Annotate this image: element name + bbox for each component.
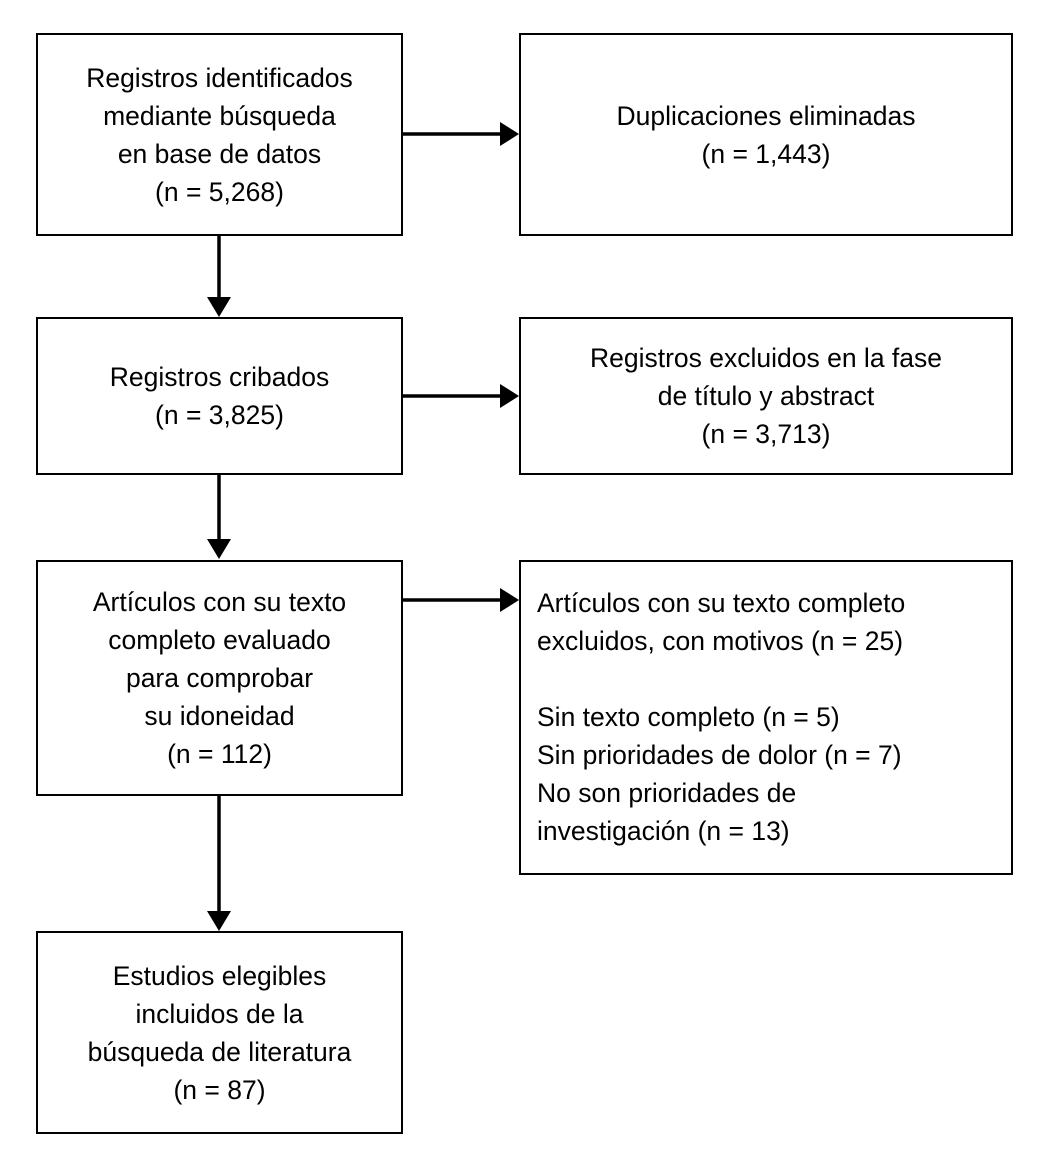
arrow-screened-to-fulltext — [205, 475, 233, 561]
arrow-identified-to-duplicates — [402, 120, 522, 148]
arrow-fulltext-to-included — [205, 796, 233, 933]
node-studies-included-label: Estudios elegibles incluidos de la búsqu… — [87, 960, 352, 1105]
node-duplicates-removed-label: Duplicaciones eliminadas (n = 1,443) — [616, 100, 916, 169]
node-fulltext-assessed-label: Artículos con su texto completo evaluado… — [92, 587, 347, 769]
node-fulltext-excluded-label: Artículos con su texto completo excluido… — [537, 588, 906, 846]
node-duplicates-removed: Duplicaciones eliminadas (n = 1,443) — [519, 33, 1013, 236]
node-records-excluded-title-abstract: Registros excluidos en la fase de título… — [519, 317, 1013, 475]
arrow-fulltext-to-excluded — [402, 586, 522, 614]
node-records-screened-label: Registros cribados (n = 3,825) — [109, 362, 330, 430]
node-fulltext-excluded: Artículos con su texto completo excluido… — [519, 560, 1013, 875]
node-studies-included: Estudios elegibles incluidos de la búsqu… — [36, 931, 403, 1134]
arrow-screened-to-excluded — [402, 382, 522, 410]
node-records-screened: Registros cribados (n = 3,825) — [36, 317, 403, 475]
node-records-identified: Registros identificados mediante búsqued… — [36, 33, 403, 236]
node-records-identified-label: Registros identificados mediante búsqued… — [86, 62, 353, 207]
node-records-excluded-title-abstract-label: Registros excluidos en la fase de título… — [589, 343, 943, 449]
node-fulltext-assessed: Artículos con su texto completo evaluado… — [36, 560, 403, 796]
arrow-identified-to-screened — [205, 236, 233, 319]
